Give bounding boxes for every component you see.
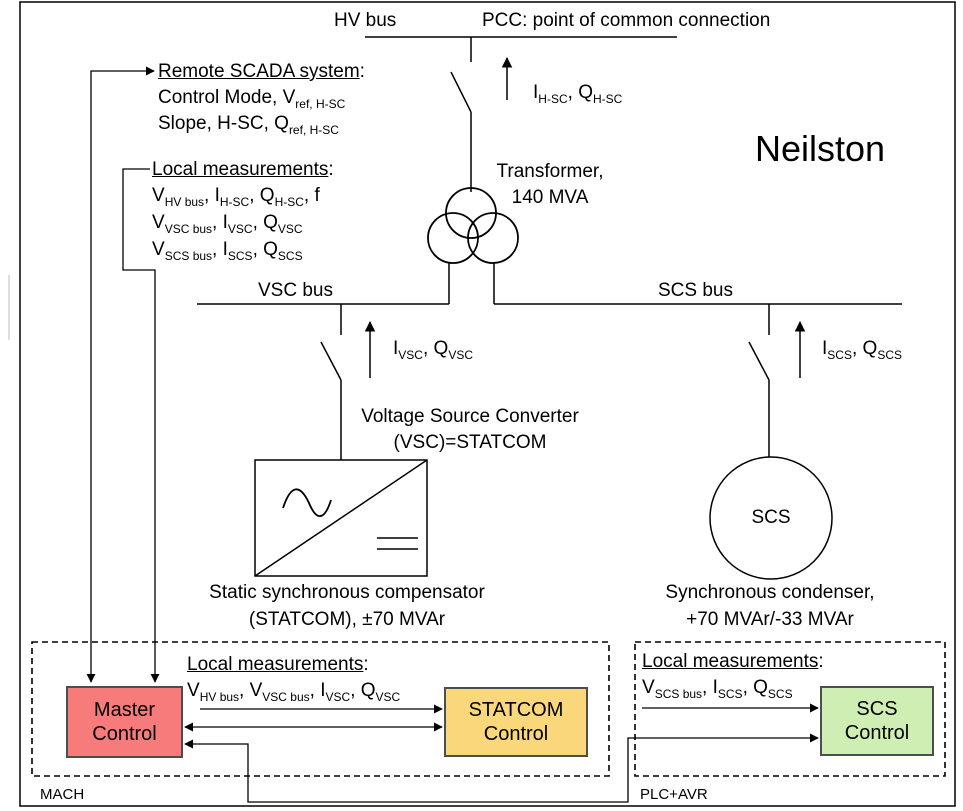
mach-label: MACH [40, 786, 85, 803]
statcom-desc-line1: Static synchronous compensator [209, 582, 485, 603]
pcc-label: PCC: point of common connection [482, 10, 771, 31]
master-scs-link [184, 733, 819, 803]
transformer-label-line1: Transformer, [496, 161, 604, 182]
hv-breaker [450, 71, 472, 113]
plc-meas-heading: Local measurements: [642, 651, 824, 672]
statcom-control-line1: STATCOM [468, 699, 564, 721]
scs-desc-line1: Synchronous condenser, [665, 582, 875, 603]
master-control-line2: Control [92, 723, 157, 745]
statcom-control-line2: Control [483, 723, 549, 745]
hv-bus-label: HV bus [334, 10, 397, 31]
vsc-breaker [320, 341, 342, 381]
scs-current-label: ISCS, QSCS [822, 338, 902, 362]
remote-scada-line2: Slope, H-SC, Qref, H-SC [158, 113, 339, 137]
remote-scada-heading: Remote SCADA system: [158, 61, 365, 82]
outer-frame [19, 1, 956, 807]
local-meas-top-row3: VSCS bus, ISCS, QSCS [152, 239, 303, 263]
scs-control-line1: SCS [856, 698, 898, 720]
remote-scada-line1: Control Mode, Vref, H-SC [158, 87, 346, 111]
local-meas-top-heading: Local measurements: [152, 159, 334, 180]
vsc-bus-label: VSC bus [258, 280, 333, 301]
plc-meas-values: VSCS bus, ISCS, QSCS [642, 677, 793, 701]
local-meas-link [122, 168, 160, 683]
page-title: Neilston [755, 128, 886, 169]
vsc-converter-diagonal [254, 459, 428, 577]
scs-control-line2: Control [844, 722, 910, 744]
transformer-label-line2: 140 MVA [511, 187, 589, 208]
transformer-winding-right [467, 212, 519, 264]
scs-breaker [748, 341, 770, 381]
local-meas-top-row2: VVSC bus, IVSC, QVSC [152, 212, 303, 236]
vsc-label-line1: Voltage Source Converter [361, 406, 579, 427]
transformer-winding-left [427, 212, 479, 264]
scs-bus-label: SCS bus [658, 280, 733, 301]
vsc-current-label: IVSC, QVSC [393, 338, 473, 362]
mach-dashed-box [31, 641, 610, 777]
scs-machine-circle [709, 456, 833, 580]
mach-meas-heading: Local measurements: [187, 654, 369, 675]
plc-label: PLC+AVR [640, 786, 708, 803]
hsc-current-label: IH-SC, QH-SC [533, 82, 623, 106]
plc-dashed-box [634, 641, 946, 777]
master-control-line1: Master [93, 699, 156, 721]
scs-desc-line2: +70 MVAr/-33 MVAr [686, 609, 854, 630]
mach-meas-values: VHV bus, VVSC bus, IVSC, QVSC [187, 680, 401, 704]
scada-link [86, 66, 155, 683]
statcom-desc-line2: (STATCOM), ±70 MVAr [248, 609, 446, 630]
vsc-label-line2: (VSC)=STATCOM [393, 432, 547, 453]
scs-machine-label: SCS [751, 507, 791, 528]
local-meas-top-row1: VHV bus, IH-SC, QH-SC, f [152, 185, 320, 209]
ac-sine-icon [282, 488, 332, 517]
